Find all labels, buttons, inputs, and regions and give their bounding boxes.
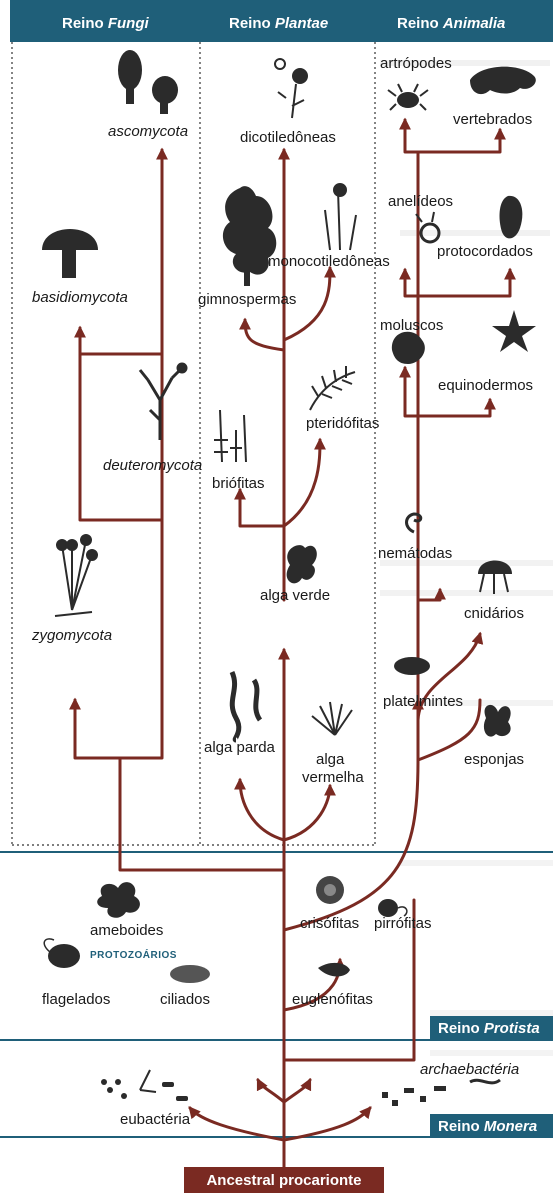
label-protocordados: protocordados [437, 243, 533, 260]
zygomycota-icon [55, 535, 97, 616]
organism-silhouettes [42, 50, 536, 1106]
red-alga-icon [312, 702, 352, 735]
green-alga-icon [287, 545, 317, 583]
label-eubacteria: eubactéria [120, 1111, 191, 1128]
branches [75, 120, 510, 1167]
label-equinodermos: equinodermos [438, 377, 533, 394]
header-plantae: Reino Plantae [229, 15, 328, 32]
label-euglenofitas: euglenófitas [292, 991, 373, 1008]
flagellate-icon [44, 939, 80, 968]
flatworm-icon [394, 657, 430, 675]
label-pteridofitas: pteridófitas [306, 415, 379, 432]
label-dicotiledoneas: dicotiledôneas [240, 129, 336, 146]
mushroom-icon [42, 229, 98, 278]
moss-icon [214, 410, 246, 462]
header-fungi: Reino Fungi [62, 15, 149, 32]
label-protozoarios: PROTOZOÁRIOS [90, 948, 177, 961]
sponge-icon [484, 705, 511, 737]
label-moluscos: moluscos [380, 317, 443, 334]
label-ciliados: ciliados [160, 991, 210, 1008]
crab-icon [388, 84, 428, 110]
label-deuteromycota: deuteromycota [103, 457, 202, 474]
label-ameboides: ameboides [90, 922, 163, 939]
label-pirrofitas: pirrófitas [374, 915, 432, 932]
ciliate-icon [170, 965, 210, 983]
root-label: Ancestral procarionte [206, 1172, 361, 1189]
label-archaebacteria: archaebactéria [420, 1061, 519, 1078]
label-artropodes: artrópodes [380, 55, 452, 72]
label-monocotiledoneas: monocotiledôneas [268, 253, 390, 270]
label-cnidarios: cnidários [464, 605, 524, 622]
conifer-tree-icon [223, 186, 276, 286]
dicot-flower-icon [275, 59, 308, 118]
header-animalia: Reino Animalia [397, 15, 505, 32]
amoeba-icon [97, 882, 140, 918]
label-alga-vermelha-line1: alga [316, 751, 345, 768]
label-nematodas: nemátodas [378, 545, 452, 562]
label-alga-vermelha-line2: vermelha [302, 769, 364, 786]
label-vertebrados: vertebrados [453, 111, 532, 128]
brown-alga-icon [232, 672, 260, 740]
archaebacteria-icon [382, 1080, 500, 1106]
euglena-icon [318, 963, 350, 977]
label-anelideos: anelídeos [388, 193, 453, 210]
chameleon-icon [470, 67, 536, 94]
starfish-icon [492, 310, 536, 352]
eubacteria-icon [101, 1070, 188, 1101]
header-monera: Reino Monera [438, 1118, 537, 1135]
diatom-icon [316, 876, 344, 904]
label-basidiomycota: basidiomycota [32, 289, 128, 306]
label-alga-verde: alga verde [260, 587, 330, 604]
label-flagelados: flagelados [42, 991, 110, 1008]
fern-icon [310, 366, 355, 410]
monocot-plant-icon [325, 184, 356, 250]
label-zygomycota: zygomycota [31, 627, 112, 644]
label-crisofitas: crisófitas [300, 915, 359, 932]
morel-icon [118, 50, 178, 114]
jellyfish-icon [478, 561, 512, 595]
label-alga-parda: alga parda [204, 739, 276, 756]
label-platelmintes: platelmintes [383, 693, 463, 710]
label-esponjas: esponjas [464, 751, 524, 768]
mollusk-shell-icon [392, 332, 425, 364]
header-protista: Reino Protista [438, 1020, 540, 1037]
label-briofitas: briófitas [212, 475, 265, 492]
label-gimnospermas: gimnospermas [198, 291, 296, 308]
label-ascomycota: ascomycota [108, 123, 188, 140]
